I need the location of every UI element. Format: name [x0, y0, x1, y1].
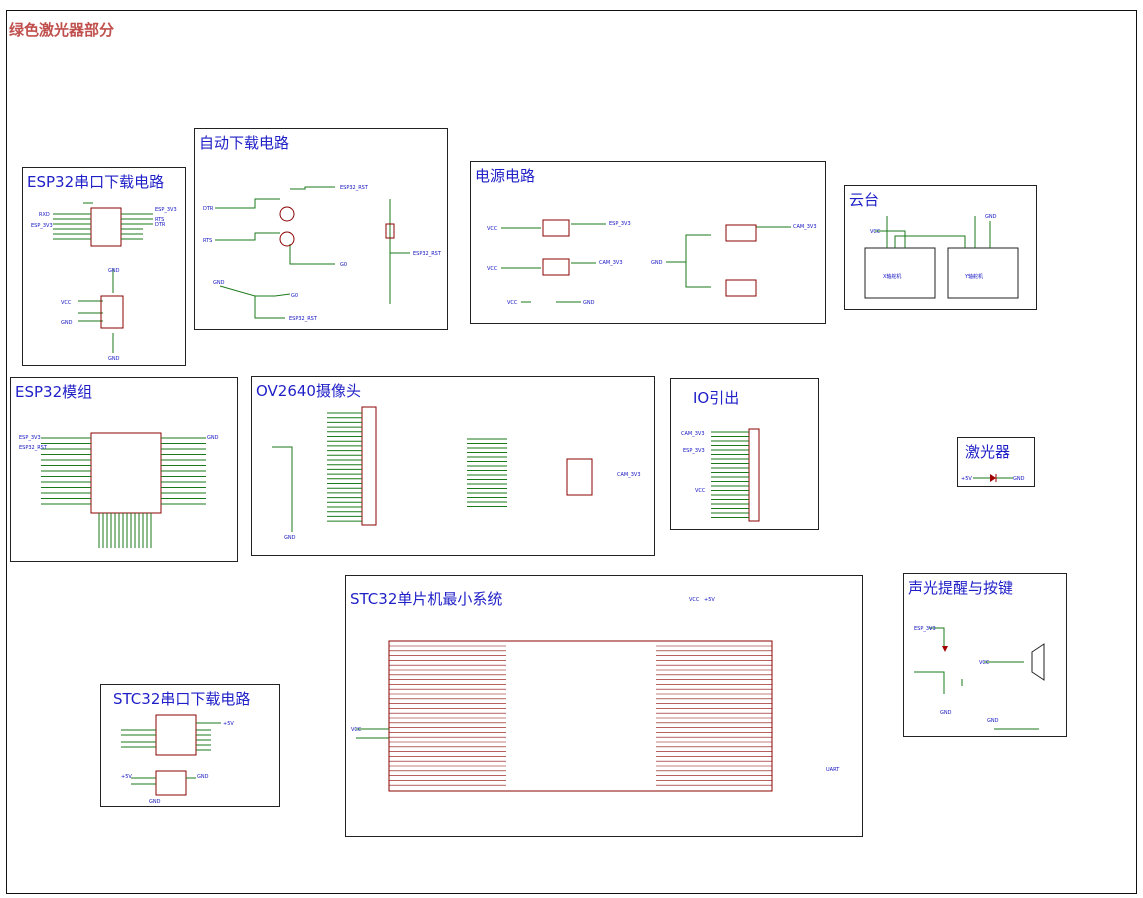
block-title: 云台 [849, 191, 880, 209]
net-label-vcc: VCC [61, 300, 72, 306]
sheet-title: 绿色激光器部分 [9, 21, 115, 39]
block-laser[interactable]: 激光器 +5V GND [957, 437, 1035, 487]
net-label-cam3v3: CAM_3V3 [681, 431, 705, 437]
esp32-serial-schematic: RXD ESP_3V3 ESP_3V3 RTS DTR GND GND VCC … [31, 202, 177, 362]
net-label-gnd: GND [108, 268, 120, 274]
block-title: 自动下载电路 [199, 134, 290, 152]
gimbal-schematic: VCC GND X轴舵机 Y轴舵机 [864, 214, 1019, 299]
net-label-5v: +5V [961, 476, 972, 482]
motor-y-label: Y轴舵机 [964, 273, 983, 280]
net-label-esp32rst: ESP32_RST [340, 185, 369, 191]
net-label-vcc3: VCC [507, 300, 518, 306]
net-label-esp3v3: ESP_3V3 [914, 626, 936, 632]
net-label-5v-b: +5V [121, 774, 132, 780]
esp32-module-schematic: ESP_3V3 ESP32_RST GND [19, 432, 219, 548]
net-label-rts: RTS [203, 238, 212, 244]
block-sound-light[interactable]: 声光提醒与按键 ESP_3V3 VCC GND GND [903, 573, 1067, 737]
net-label-g0b: G0 [291, 293, 298, 299]
net-label-vcc: VCC [487, 226, 498, 232]
net-label-vcc2: VCC [487, 266, 498, 272]
net-label-gnd: GND [985, 214, 997, 220]
net-label-dtr: DTR [155, 222, 166, 228]
net-label-esp3v3: ESP_3V3 [683, 448, 705, 454]
net-label-esp3v3: ESP_3V3 [609, 221, 631, 227]
io-schematic: CAM_3V3 ESP_3V3 VCC [681, 428, 760, 522]
net-label-gnd: GND [940, 710, 952, 716]
block-ov2640[interactable]: OV2640摄像头 GND CAM_3V3 [251, 376, 655, 556]
net-label-cam3v3b: CAM_3V3 [793, 224, 817, 230]
block-title: 电源电路 [475, 167, 536, 185]
net-label-cam3v3: CAM_3V3 [599, 260, 623, 266]
ov2640-schematic: GND CAM_3V3 [272, 406, 641, 541]
block-stc32-serial[interactable]: STC32串口下载电路 +5V +5V GND GND [100, 684, 280, 807]
net-label-vcc: VCC [351, 727, 362, 733]
net-label-dtr: DTR [203, 206, 214, 212]
sheet-border [6, 10, 1137, 894]
block-title: OV2640摄像头 [256, 382, 361, 400]
net-label-gnd: GND [583, 300, 595, 306]
motor-x-label: X轴舵机 [883, 273, 901, 280]
block-title: ESP32串口下载电路 [27, 173, 165, 191]
net-label-vcc: VCC [695, 488, 706, 494]
net-label-vcc-top: VCC [689, 597, 700, 603]
power-schematic: VCC ESP_3V3 VCC CAM_3V3 VCC GND GND CAM_… [487, 219, 817, 306]
net-label-esp32rst: ESP32_RST [19, 445, 48, 451]
block-title: IO引出 [693, 389, 740, 407]
block-esp32-serial[interactable]: ESP32串口下载电路 RXD ESP_3V3 ESP_3V3 RTS DTR … [22, 167, 186, 366]
block-io[interactable]: IO引出 CAM_3V3 ESP_3V3 VCC [670, 378, 819, 530]
auto-download-schematic: DTR RTS ESP32_RST G0 ESP32_RST GND G0 ES… [203, 185, 442, 322]
stc32-serial-schematic: +5V +5V GND GND [121, 714, 234, 805]
net-label-gnd2: GND [987, 718, 999, 724]
net-label-esp32rst2: ESP32_RST [413, 251, 442, 257]
net-label-gnd: GND [149, 799, 161, 805]
net-label-esp3v3: ESP_3V3 [19, 435, 41, 441]
block-esp32-module[interactable]: ESP32模组 ESP_3V3 ESP32_RST GND [10, 377, 238, 562]
block-stc32-mcu[interactable]: STC32单片机最小系统 VCC VCC +5V UART [345, 575, 863, 837]
net-label-gnd3: GND [61, 320, 73, 326]
block-power[interactable]: 电源电路 VCC ESP_3V3 VCC CAM_3V3 VCC GND GND… [470, 161, 826, 324]
net-label-rxd: RXD [39, 212, 50, 218]
net-label-rts: RTS [155, 217, 164, 223]
net-label-gnd: GND [207, 435, 219, 441]
laser-schematic: +5V GND [961, 474, 1025, 482]
block-title: 声光提醒与按键 [908, 579, 1014, 597]
stc32-mcu-schematic: VCC VCC +5V UART [351, 597, 840, 792]
block-title: STC32串口下载电路 [113, 690, 251, 708]
net-label-uart: UART [826, 767, 840, 773]
block-title: STC32单片机最小系统 [350, 590, 503, 608]
net-label-gnd2: GND [197, 774, 209, 780]
net-label-vcc: VCC [870, 229, 881, 235]
block-gimbal[interactable]: 云台 VCC GND X轴舵机 Y轴舵机 [844, 185, 1037, 310]
net-label-esp3v3-right: ESP_3V3 [155, 207, 177, 213]
block-auto-download[interactable]: 自动下载电路 DTR RTS ESP32_RST G0 ESP32_RST GN… [194, 128, 448, 330]
net-label-vcc: VCC [979, 660, 990, 666]
sound-light-schematic: ESP_3V3 VCC GND GND [914, 626, 1045, 730]
net-label-5v: +5V [223, 721, 234, 727]
net-label-esp32rst3: ESP32_RST [289, 316, 318, 322]
net-label-cam3v3: CAM_3V3 [617, 472, 641, 478]
block-title: 激光器 [965, 443, 1011, 461]
net-label-g0: G0 [340, 262, 347, 268]
net-label-esp3v3: ESP_3V3 [31, 223, 53, 229]
net-label-gnd2: GND [651, 260, 663, 266]
net-label-gnd2: GND [108, 356, 120, 362]
net-label-gnd: GND [284, 535, 296, 541]
block-title: ESP32模组 [15, 383, 93, 401]
net-label-5v-top: +5V [704, 597, 715, 603]
net-label-gnd: GND [1013, 476, 1025, 482]
net-label-gnd: GND [213, 280, 225, 286]
